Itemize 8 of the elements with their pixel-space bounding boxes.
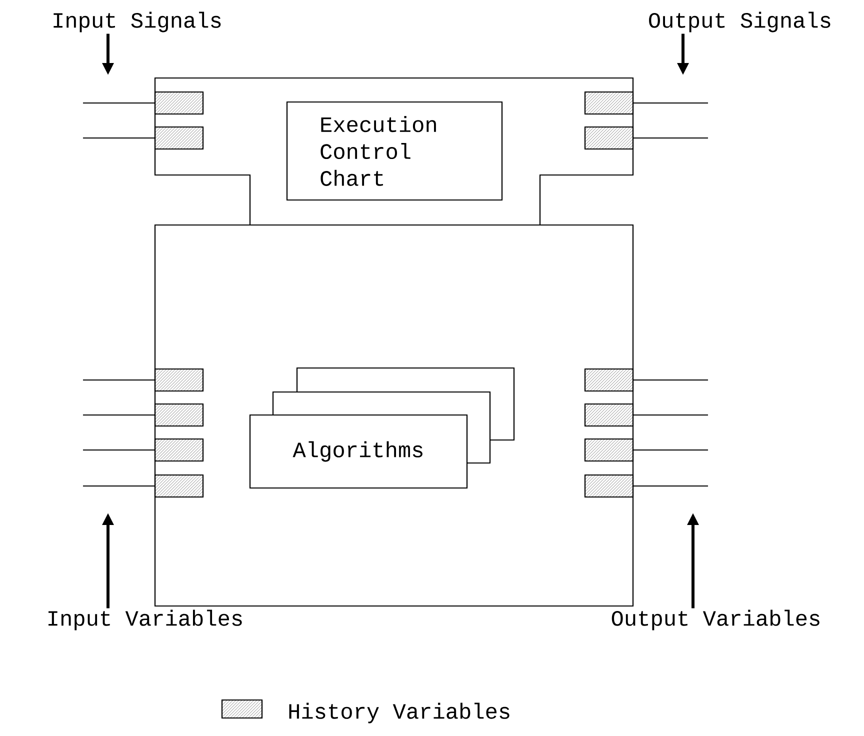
stacked-box: Algorithms: [249, 367, 515, 489]
signal-label: Output Variables: [612, 610, 820, 630]
signal-label: Input Variables: [48, 610, 242, 630]
legend-label: History Variables: [289, 702, 510, 724]
function-block: [154, 77, 634, 607]
signal-label: Output Signals: [649, 12, 830, 32]
signal-label: Input Signals: [54, 12, 221, 32]
process-box: Execution Control Chart: [286, 101, 503, 201]
